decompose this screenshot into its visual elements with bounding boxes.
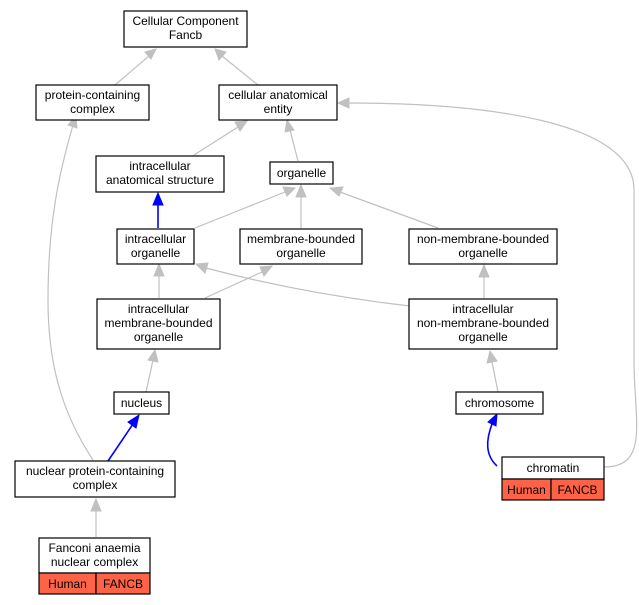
node-label-line: Fancb: [169, 28, 203, 42]
node-label-line: organelle: [277, 166, 327, 180]
arrow-chromosome-to-inmbo: [486, 349, 498, 364]
arrow-nmbo-to-organelle: [328, 186, 344, 197]
node-chromosome[interactable]: chromosome: [455, 391, 544, 415]
arrow-imbo-to-mbo: [259, 265, 274, 277]
node-intracellular-non-membrane-bounded-organelle[interactable]: intracellular non-membrane-bounded organ…: [408, 298, 558, 350]
edge-npcc-to-nucleus: [107, 423, 134, 462]
node-label-line: nuclear protein-containing: [26, 464, 164, 478]
node-membrane-bounded-organelle[interactable]: membrane-bounded organelle: [239, 228, 363, 265]
arrow-ias-to-cae: [234, 120, 249, 132]
node-label-line: complex: [70, 102, 115, 116]
node-label-line: intracellular: [128, 302, 189, 316]
annotation-tag-cell: [550, 478, 605, 501]
node-intracellular-membrane-bounded-organelle[interactable]: intracellular membrane-bounded organelle: [96, 298, 221, 350]
node-label-line: organelle: [458, 246, 508, 260]
edge-chromatin-to-chromosome: [486, 423, 498, 467]
node-cellular-component-fancb[interactable]: Cellular Component Fancb: [123, 10, 248, 48]
node-label-line: Fanconi anaemia: [48, 541, 140, 555]
tag-gene: FANCB: [103, 577, 143, 591]
edge-imbo-to-mbo: [204, 271, 263, 299]
node-label-line: cellular anatomical: [228, 88, 327, 102]
node-fanconi-anaemia-nuclear-complex[interactable]: Fanconi anaemia nuclear complex Human FA…: [38, 537, 151, 595]
arrow-organelle-to-cae: [284, 118, 295, 133]
edge-chromatin-to-cae: [347, 102, 638, 468]
node-label-line: intracellular: [452, 302, 513, 316]
arrow-chromatin-to-chromosome: [487, 412, 498, 427]
tag-gene: FANCB: [557, 483, 597, 497]
node-non-membrane-bounded-organelle[interactable]: non-membrane-bounded organelle: [408, 228, 558, 265]
node-organelle[interactable]: organelle: [269, 161, 334, 185]
node-label-line: organelle: [134, 330, 184, 344]
arrow-fanc-to-npcc: [90, 497, 102, 512]
node-label-line: organelle: [131, 246, 181, 260]
arrow-cae-to-root: [214, 48, 227, 61]
node-label-line: non-membrane-bounded: [417, 316, 549, 330]
arrow-io-to-ias: [152, 191, 164, 206]
edge-cae-to-root: [221, 55, 259, 86]
arrow-npcc-to-nucleus: [127, 413, 140, 429]
node-label-line: entity: [264, 102, 293, 116]
node-label-line: Cellular Component: [132, 14, 239, 28]
node-label-line: chromatin: [527, 461, 580, 475]
node-label-line: intracellular: [125, 232, 186, 246]
arrow-inmbo-to-nmbo: [478, 263, 490, 278]
annotation-tag-cell: [95, 572, 151, 595]
edge-nucleus-to-imbo: [145, 359, 154, 393]
node-label-line: complex: [73, 478, 118, 492]
node-nuclear-protein-containing-complex[interactable]: nuclear protein-containing complex: [14, 460, 176, 498]
edge-chromosome-to-inmbo: [491, 361, 499, 393]
tag-species: Human: [48, 577, 87, 591]
node-chromatin[interactable]: chromatin Human FANCB: [501, 456, 605, 501]
node-label-line: organelle: [458, 330, 508, 344]
node-intracellular-organelle[interactable]: intracellular organelle: [116, 228, 195, 265]
arrow-mbo-to-organelle: [295, 183, 307, 198]
node-label-line: anatomical structure: [106, 173, 214, 187]
edge-pcc-to-root: [114, 55, 150, 86]
edges: [47, 48, 638, 537]
edge-io-to-organelle: [194, 191, 286, 229]
edge-ias-to-cae: [193, 126, 239, 156]
node-label-line: membrane-bounded: [247, 232, 355, 246]
arrow-nucleus-to-imbo: [147, 348, 159, 363]
arrow-io-to-organelle: [282, 186, 297, 197]
arrow-inmbo-to-io: [194, 262, 209, 274]
node-label-line: nuclear complex: [51, 555, 138, 569]
node-label-line: chromosome: [465, 396, 535, 410]
node-label-line: protein-containing: [45, 88, 140, 102]
edge-npcc-to-pcc: [47, 124, 94, 461]
node-protein-containing-complex[interactable]: protein-containing complex: [35, 84, 150, 121]
arrow-chromatin-to-cae: [336, 97, 350, 109]
arrow-pcc-to-root: [144, 48, 157, 60]
edge-organelle-to-cae: [289, 129, 299, 162]
tag-species: Human: [507, 483, 546, 497]
node-cellular-anatomical-entity[interactable]: cellular anatomical entity: [218, 84, 338, 121]
node-label-line: membrane-bounded: [104, 316, 212, 330]
node-label-line: intracellular: [129, 159, 190, 173]
node-intracellular-anatomical-structure[interactable]: intracellular anatomical structure: [95, 155, 225, 193]
node-label-line: non-membrane-bounded: [417, 232, 549, 246]
node-label-line: nucleus: [121, 396, 162, 410]
edge-nmbo-to-organelle: [339, 191, 439, 229]
edge-inmbo-to-io: [205, 267, 411, 307]
node-label-line: organelle: [276, 246, 326, 260]
node-nucleus[interactable]: nucleus: [113, 391, 170, 415]
arrow-imbo-to-io: [153, 262, 165, 277]
